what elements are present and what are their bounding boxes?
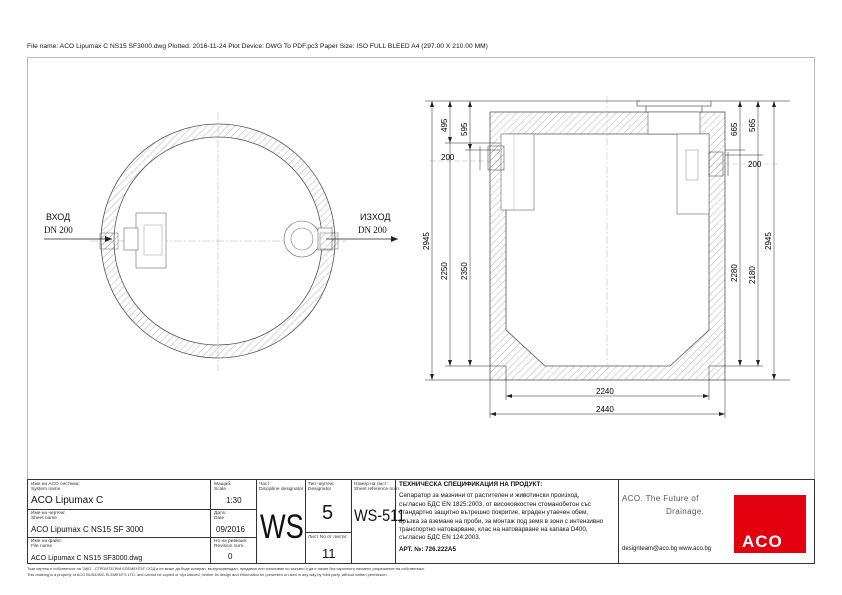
tagline: ACO. The Future of [622, 494, 699, 503]
dim-2945-right: 2945 [764, 232, 773, 250]
sheet-no-label: Лист No от листи: [308, 535, 348, 540]
contact-info: designteam@aco.bg www.aco.bg [622, 546, 712, 552]
system-name-label-en: System name [31, 487, 61, 492]
dim-2350: 2350 [460, 262, 469, 280]
file-name-label-en: File name [31, 544, 53, 549]
type-cell: Тип чертеж: Designator 5 [308, 482, 334, 525]
article-number: АРТ. №: 726.222A5 [399, 545, 456, 553]
sheet-ref-label-en: Sheet reference num. [354, 487, 401, 492]
dim-2945-left: 2945 [422, 232, 431, 250]
sheet-ref-cell: Номер на лист: Sheet reference num. WS-5… [354, 482, 414, 526]
type-label-en: Designator [308, 487, 332, 492]
spec-line: връзка за вземане на проби, за монтаж по… [399, 517, 604, 525]
spec-cell: ТЕХНИЧЕСКА СПЕЦИФИКАЦИЯ НА ПРОДУКТ: Сепа… [399, 481, 615, 554]
scale-label: Мащаб: [214, 482, 232, 487]
aco-logo: ACO [734, 495, 806, 553]
spec-line: стандартно защитно вътрешно покритие, вг… [399, 509, 589, 517]
plan-view: ВХОД DN 200 ИЗХОД DN 200 [44, 112, 398, 371]
sheet-name-label-en: Sheet name [31, 516, 57, 521]
copyright-notice-bg: Този чертеж е собственост на "АКО - СТРО… [27, 566, 425, 571]
plot-info-header: File name: ACO Lipumax C NS15 SF3000.dwg… [27, 43, 488, 50]
scale-value: 1:30 [226, 496, 242, 505]
part-value: WS [260, 508, 304, 546]
part-label: Част: [259, 482, 271, 487]
spec-line: съгласно БДС EN 1825:2003, от високоякос… [399, 500, 591, 508]
revision-label: Но на ревизия: [214, 539, 248, 544]
spec-line: транспортно натоварване, клас на натовар… [399, 526, 588, 534]
revision-value: 0 [228, 552, 233, 561]
dim-665: 665 [730, 122, 739, 136]
sheet-name-cell: Име на чертеж: Sheet name ACO Lipumax C … [31, 511, 144, 534]
type-value: 5 [322, 502, 334, 524]
plan-inlet-chamber [123, 212, 167, 269]
file-name-cell: Име на файл: File name ACO Lipumax C NS1… [31, 539, 142, 562]
revision-label-en: Revision num. [214, 544, 245, 549]
sheet-ref-value: WS-511 [354, 506, 406, 525]
dim-2280: 2280 [730, 264, 739, 282]
dim-200-right: 200 [748, 160, 762, 169]
date-value: 09/2016 [216, 525, 245, 534]
sheet-name: ACO Lipumax C NS15 SF 3000 [31, 525, 144, 534]
date-cell: Дата: Date 09/2016 [214, 511, 245, 534]
scale-cell: Мащаб: Scale 1:30 [214, 482, 242, 505]
system-name-label: Име на ACO система: [31, 482, 80, 487]
part-label-en: Discipline designator [259, 487, 304, 492]
aco-logo-text: ACO [742, 532, 783, 551]
spec-line: съгласно БДС EN 124:2003. [399, 534, 481, 542]
dim-565: 565 [748, 118, 757, 132]
sheet-no-cell: Лист No от листи: 11 [308, 535, 347, 561]
scale-label-en: Scale [214, 487, 226, 492]
system-name: ACO Lipumax C [31, 495, 104, 506]
system-name-cell: Име на ACO система: System name ACO Lipu… [31, 482, 103, 506]
dim-200-left: 200 [441, 153, 455, 162]
file-name-label: Име на файл: [31, 539, 62, 544]
sheet-ref-label: Номер на лист: [354, 482, 389, 487]
outlet-size: DN 200 [358, 225, 387, 235]
dim-2180: 2180 [748, 266, 757, 284]
sheet-name-label: Име на чертеж: [31, 511, 66, 516]
date-label: Дата: [214, 511, 226, 516]
dim-2250: 2250 [440, 262, 449, 280]
tagline-2: Drainage. [666, 507, 705, 516]
sheet-no-value: 11 [322, 546, 336, 561]
dim-2240: 2240 [596, 387, 614, 396]
type-label: Тип чертеж: [308, 482, 335, 487]
dim-495: 495 [440, 118, 449, 132]
date-label-en: Date [214, 516, 225, 521]
title-block: Име на ACO система: System name ACO Lipu… [27, 479, 815, 564]
spec-line: Сепаратор за мазнини от растителен и жив… [399, 492, 580, 500]
dim-2440: 2440 [596, 405, 614, 414]
outlet-label: ИЗХОД [360, 212, 391, 222]
spec-title: ТЕХНИЧЕСКА СПЕЦИФИКАЦИЯ НА ПРОДУКТ: [399, 481, 543, 488]
dim-595: 595 [460, 122, 469, 136]
copyright-notice-en: This drawing is a property of ACO BUILDI… [27, 572, 388, 577]
file-name: ACO Lipumax C NS15 SF3000.dwg [31, 555, 143, 562]
inlet-label: ВХОД [46, 212, 70, 222]
drawing-canvas: ВХОД DN 200 ИЗХОД DN 200 [44, 96, 790, 418]
section-view: 495 595 200 2945 2250 2350 665 565 200 2… [422, 96, 790, 418]
revision-cell: Но на ревизия: Revision num. 0 [214, 539, 248, 561]
part-cell: Част: Discipline designator WS [259, 482, 315, 544]
inlet-size: DN 200 [44, 225, 73, 235]
